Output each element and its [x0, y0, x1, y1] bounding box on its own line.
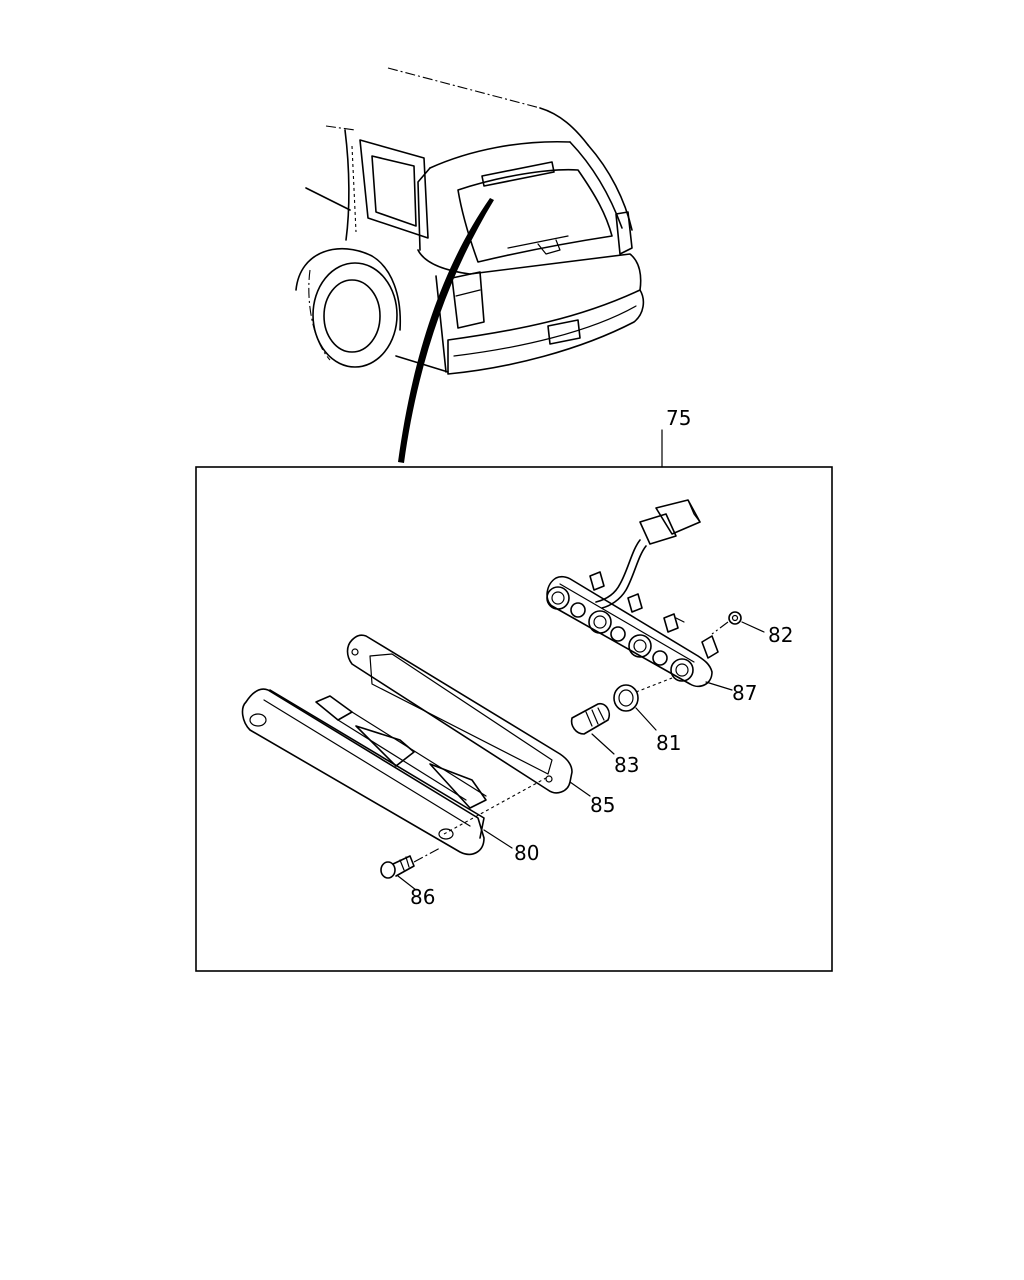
callout-81: 81	[656, 731, 681, 755]
screw-part	[380, 847, 441, 879]
gasket-part	[346, 634, 573, 794]
detail-frame	[195, 466, 833, 972]
callout-80: 80	[514, 841, 539, 865]
callout-86: 86	[410, 885, 435, 909]
socket-seal-part	[613, 677, 673, 712]
nut-part	[711, 611, 742, 635]
vehicle-rear-illustration	[295, 67, 645, 463]
callout-83: 83	[614, 753, 639, 777]
callout-87: 87	[732, 681, 757, 705]
bulb-part	[570, 702, 611, 735]
callout-82: 82	[768, 623, 793, 647]
lens-housing-part	[241, 688, 547, 856]
callout-85: 85	[590, 793, 615, 817]
socket-harness-part	[546, 499, 719, 688]
callout-75: 75	[666, 406, 691, 430]
